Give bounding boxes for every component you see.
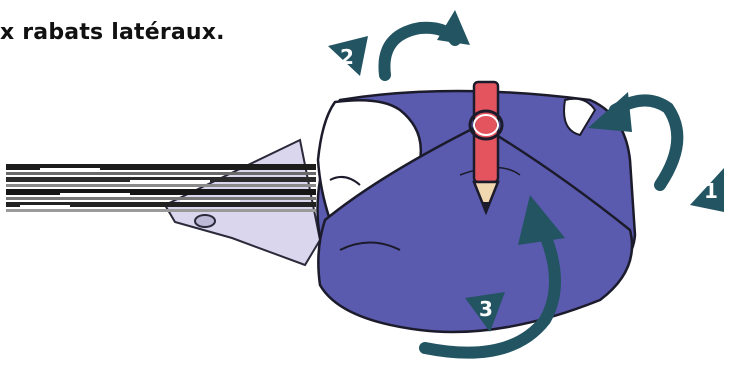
brush-icon: [6, 138, 322, 267]
cloth-inner-right: [563, 97, 597, 137]
curved-arrow-icon: [378, 10, 470, 81]
brush-bristles: [6, 164, 316, 212]
triangle-marker-icon: 2: [328, 36, 368, 76]
step-2-number: 2: [340, 45, 354, 69]
curved-arrow-icon: [419, 195, 565, 359]
triangle-marker-icon: 3: [465, 292, 505, 332]
brush-rivet: [194, 214, 216, 228]
step-1-number: 1: [704, 179, 718, 203]
caption-text: x rabats latéraux.: [0, 20, 225, 45]
triangle-marker-icon: 1: [690, 168, 724, 212]
curved-arrow-icon: [588, 92, 684, 191]
step-3-number: 3: [479, 297, 493, 321]
pencil-icon: [468, 80, 504, 216]
